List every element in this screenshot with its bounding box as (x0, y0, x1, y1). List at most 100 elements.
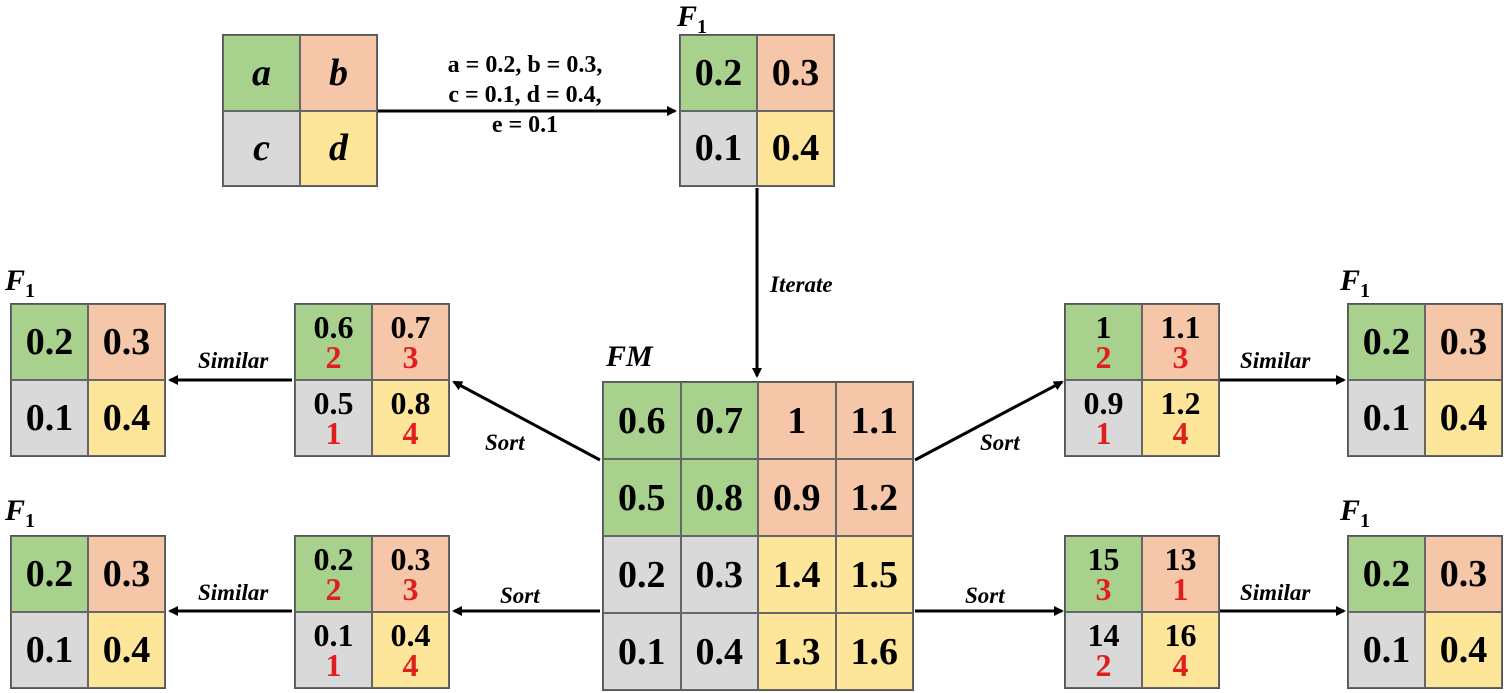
f1-label-top: F1 (677, 0, 707, 39)
input-cell-c: c (223, 110, 300, 186)
f1-grid-bl: 0.2 0.3 0.1 0.4 (10, 535, 166, 689)
sorted-rank: 4 (402, 647, 419, 683)
f1-cell: 0.2 (1348, 304, 1425, 380)
f1-label-tr: F1 (1340, 264, 1370, 303)
f1-cell: 0.1 (680, 110, 757, 186)
sorted-value: 1.2 (1160, 385, 1201, 421)
sorted-rank: 3 (402, 339, 419, 375)
f1-cell: 0.3 (88, 536, 165, 612)
fm-cell: 1.2 (835, 459, 913, 536)
assignment-line-2: c = 0.1, d = 0.4, (448, 82, 602, 108)
sorted-value: 16 (1164, 617, 1197, 653)
f1-cell: 0.3 (88, 304, 165, 380)
iterate-label: Iterate (770, 272, 833, 297)
sorted-value: 0.2 (313, 541, 354, 577)
sorted-value: 0.1 (313, 617, 354, 653)
f1-label-letter: F (5, 494, 26, 527)
sorted-rank: 3 (1172, 339, 1189, 375)
sorted-value: 0.6 (313, 309, 354, 345)
f1-cell: 0.4 (757, 110, 834, 186)
f1-cell: 0.2 (11, 304, 88, 380)
f1-cell: 0.1 (11, 612, 88, 688)
sorted-value: 0.5 (313, 385, 354, 421)
f1-cell: 0.4 (1425, 612, 1502, 688)
f1-label-letter: F (1340, 264, 1361, 297)
fm-cell: 1.1 (835, 382, 913, 459)
sorted-value: 13 (1164, 541, 1197, 577)
f1-label-sub: 1 (25, 280, 36, 302)
sorted-value: 1.1 (1160, 309, 1201, 345)
sorted-value: 14 (1087, 617, 1120, 653)
input-cell-b: b (300, 35, 377, 111)
f1-cell: 0.2 (1348, 536, 1425, 612)
fm-grid: 0.6 0.7 1 1.1 0.5 0.8 0.9 1.2 0.2 0.3 1.… (602, 381, 914, 691)
f1-grid-tl: 0.2 0.3 0.1 0.4 (10, 303, 166, 457)
sorted-rank: 1 (325, 415, 342, 451)
fm-cell: 1.6 (835, 613, 913, 690)
fm-cell: 0.6 (603, 382, 681, 459)
sort-label-br: Sort (965, 583, 1005, 608)
sort-label-tl: Sort (485, 430, 525, 455)
sorted-rank: 3 (402, 571, 419, 607)
fm-cell: 0.7 (680, 382, 758, 459)
f1-label-br: F1 (1340, 494, 1370, 533)
f1-cell: 0.1 (11, 380, 88, 456)
sorted-rank: 1 (325, 647, 342, 683)
arrow-sort-tl (452, 380, 601, 462)
fm-cell: 1.3 (758, 613, 836, 690)
f1-cell: 0.4 (1425, 380, 1502, 456)
sorted-value: 0.7 (390, 309, 431, 345)
similar-label-tl: Similar (198, 348, 269, 373)
fm-cell: 1 (758, 382, 836, 459)
assignment-line-1: a = 0.2, b = 0.3, (447, 52, 603, 78)
f1-label-sub: 1 (1360, 280, 1371, 302)
fm-cell: 0.9 (758, 459, 836, 536)
sorted-value: 15 (1087, 541, 1120, 577)
sorted-value: 0.8 (390, 385, 431, 421)
sorted-rank: 2 (325, 571, 342, 607)
f1-label-bl: F1 (5, 494, 35, 533)
f1-cell: 0.3 (1425, 304, 1502, 380)
sorted-value: 1 (1095, 309, 1112, 345)
f1-grid-top: 0.2 0.3 0.1 0.4 (679, 34, 835, 187)
assignment-text: a = 0.2, b = 0.3, c = 0.1, d = 0.4, e = … (400, 50, 650, 140)
sorted-value: 0.3 (390, 541, 431, 577)
sorted-rank: 4 (402, 415, 419, 451)
f1-cell: 0.3 (757, 35, 834, 111)
fm-cell: 1.5 (835, 536, 913, 613)
f1-label-tl: F1 (5, 264, 35, 303)
fm-cell: 0.8 (680, 459, 758, 536)
sorted-rank: 4 (1172, 647, 1189, 683)
sorted-rank: 1 (1095, 415, 1112, 451)
sorted-rank: 4 (1172, 415, 1189, 451)
fm-cell: 0.1 (603, 613, 681, 690)
arrow-sort-tr (914, 380, 1064, 462)
similar-label-bl: Similar (198, 580, 269, 605)
fm-label: FM (606, 340, 653, 373)
similar-label-tr: Similar (1240, 348, 1311, 373)
sorted-rank: 1 (1172, 571, 1189, 607)
sorted-rank: 2 (1095, 647, 1112, 683)
f1-grid-br: 0.2 0.3 0.1 0.4 (1347, 535, 1503, 689)
sorted-value: 0.9 (1083, 385, 1124, 421)
f1-cell: 0.3 (1425, 536, 1502, 612)
sorted-rank: 2 (1095, 339, 1112, 375)
sorted-rank: 2 (325, 339, 342, 375)
fm-cell: 1.4 (758, 536, 836, 613)
f1-label-letter: F (5, 264, 26, 297)
fm-cell: 0.4 (680, 613, 758, 690)
similar-label-br: Similar (1240, 580, 1311, 605)
